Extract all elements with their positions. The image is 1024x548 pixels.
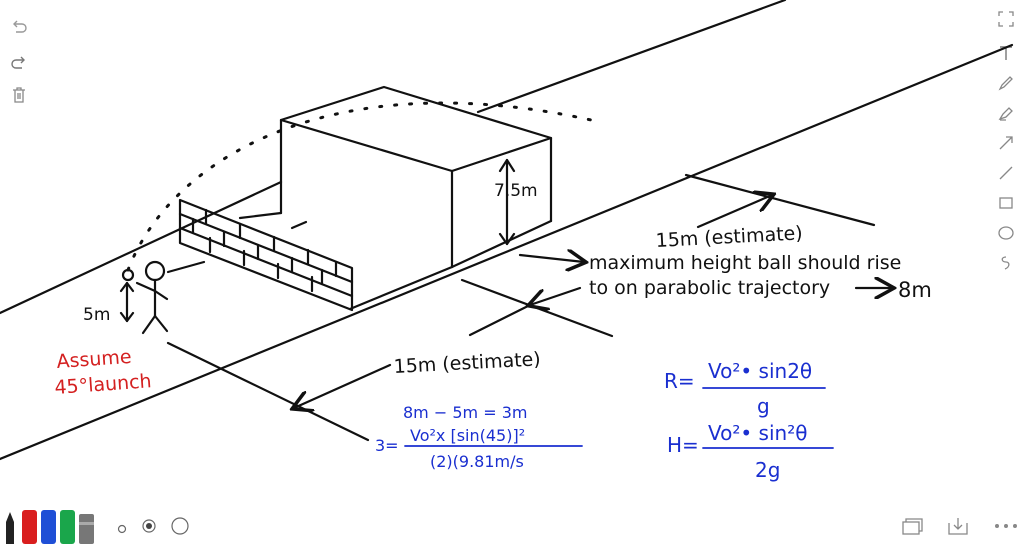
gap-top-dimension — [684, 173, 876, 229]
R-lhs: R= — [664, 369, 695, 393]
label-max-height-2: to on parabolic trajectory — [589, 277, 830, 299]
highlighter-icon[interactable] — [995, 102, 1017, 124]
marker-blue[interactable] — [40, 508, 57, 544]
label-person-height: 5m — [83, 305, 110, 325]
road-top-edge-right — [476, 0, 787, 114]
max-height-arrow — [518, 255, 584, 262]
label-gap-bottom: 15m (estimate) — [393, 348, 541, 378]
height-arrow-7-5m — [498, 158, 516, 246]
stick-figure — [121, 260, 206, 335]
calc-line-2-lhs: 3= — [375, 436, 399, 455]
calc-line-1: 8m − 5m = 3m — [403, 403, 527, 422]
more-icon[interactable] — [992, 518, 1020, 534]
R-den: g — [757, 394, 770, 418]
H-num: Vo²• sin²θ — [708, 421, 807, 445]
marker-green[interactable] — [59, 508, 76, 544]
undo-icon[interactable] — [8, 16, 30, 38]
gap-middle-dimension — [460, 278, 614, 338]
redo-icon[interactable] — [8, 52, 30, 74]
ellipse-icon[interactable] — [995, 222, 1017, 244]
label-assume-1: Assume — [56, 346, 132, 373]
label-assume-2: 45°launch — [54, 370, 152, 399]
calc-line-2-num: Vo²x [sin(45)]² — [410, 426, 525, 445]
arrow-icon[interactable] — [995, 132, 1017, 154]
marker-black[interactable] — [2, 508, 19, 544]
trash-icon[interactable] — [8, 84, 30, 106]
marker-red[interactable] — [21, 508, 38, 544]
label-max-height-1: maximum height ball should rise — [589, 252, 901, 274]
gap-bottom-dimension — [166, 304, 530, 442]
H-den: 2g — [755, 458, 780, 482]
label-gap-top: 15m (estimate) — [655, 222, 803, 252]
stroke-size-large[interactable] — [170, 516, 190, 536]
stroke-size-medium[interactable] — [141, 518, 157, 534]
label-max-height-value: 8m — [898, 278, 932, 302]
stroke-size-small[interactable] — [116, 520, 128, 534]
pages-icon[interactable] — [900, 516, 924, 538]
line-icon[interactable] — [995, 162, 1017, 184]
height-arrow-5m — [119, 281, 135, 323]
fullscreen-icon[interactable] — [995, 8, 1017, 30]
box-building — [238, 85, 553, 269]
road-segment — [348, 265, 454, 311]
pen-icon[interactable] — [995, 72, 1017, 94]
brick-wall — [178, 198, 354, 312]
R-num: Vo²• sin2θ — [708, 359, 812, 383]
road-bottom-edge — [0, 43, 1014, 461]
calc-line-2-den: (2)(9.81m/s — [430, 452, 524, 471]
parabolic-trajectory — [126, 101, 602, 272]
label-box-height: 7.5m — [494, 181, 538, 201]
rectangle-icon[interactable] — [995, 192, 1017, 214]
marker-gray[interactable] — [78, 508, 95, 544]
H-lhs: H= — [667, 433, 699, 457]
lasso-icon[interactable] — [995, 252, 1017, 274]
road-top-edge — [0, 180, 283, 315]
download-icon[interactable] — [946, 515, 970, 537]
